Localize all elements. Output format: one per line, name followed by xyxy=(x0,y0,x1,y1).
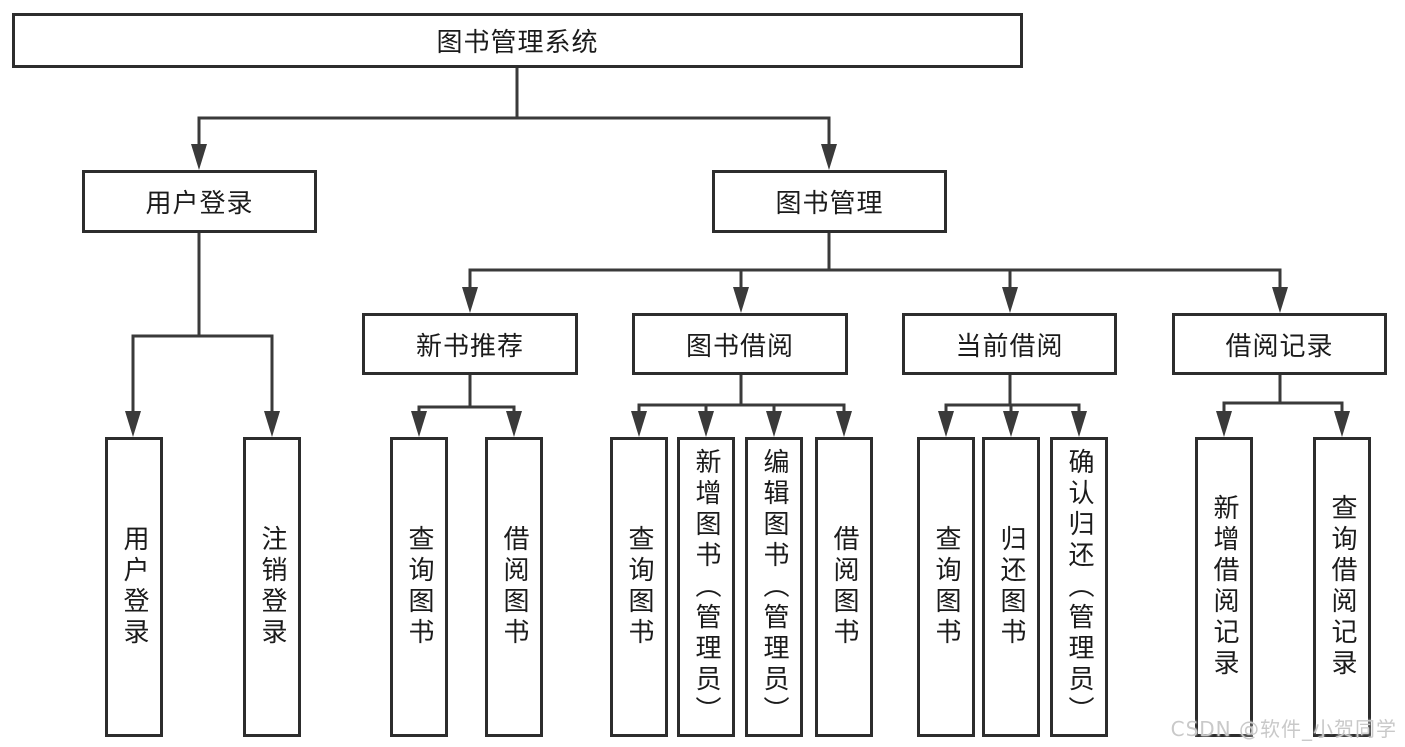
arrowhead-icon xyxy=(698,411,714,437)
leaf-query-books-recommend-label: 查询图书 xyxy=(404,525,434,649)
node-book-management: 图书管理 xyxy=(712,170,947,233)
arrowhead-icon xyxy=(938,411,954,437)
leaf-query-books-current-label: 查询图书 xyxy=(931,525,961,649)
arrowhead-icon xyxy=(264,411,280,437)
csdn-watermark: CSDN @软件_小贺同学 xyxy=(1170,717,1397,741)
arrowhead-icon xyxy=(733,287,749,313)
node-borrowing-records-label: 借阅记录 xyxy=(1225,331,1334,362)
leaf-return-books: 归还图书 xyxy=(982,437,1040,737)
leaf-edit-books-admin: 编辑图书（管理员） xyxy=(745,437,803,737)
connector-path xyxy=(131,66,1344,416)
arrowhead-icon xyxy=(821,144,837,170)
node-book-management-label: 图书管理 xyxy=(775,189,884,219)
leaf-query-borrow-record-label: 查询借阅记录 xyxy=(1327,494,1357,680)
leaf-borrow-books-recommend-label: 借阅图书 xyxy=(499,525,529,649)
arrowhead-icon xyxy=(1272,287,1288,313)
node-current-borrowing: 当前借阅 xyxy=(902,313,1117,375)
arrowhead-icon xyxy=(191,144,207,170)
arrowhead-icon xyxy=(1334,411,1350,437)
leaf-return-books-label: 归还图书 xyxy=(996,525,1026,649)
node-new-book-recommendation-label: 新书推荐 xyxy=(415,331,524,362)
leaf-borrow-books-recommend: 借阅图书 xyxy=(485,437,543,737)
leaf-add-borrow-record-label: 新增借阅记录 xyxy=(1209,494,1239,680)
leaf-query-books-borrowing: 查询图书 xyxy=(610,437,668,737)
leaf-query-books-current: 查询图书 xyxy=(917,437,975,737)
node-root-label: 图书管理系统 xyxy=(436,28,599,58)
arrowhead-icon xyxy=(766,411,782,437)
leaf-add-books-admin-label: 新增图书（管理员） xyxy=(691,447,721,727)
node-current-borrowing-label: 当前借阅 xyxy=(955,331,1064,362)
leaf-confirm-return-admin-label: 确认归还（管理员） xyxy=(1064,447,1094,727)
arrowhead-icon xyxy=(1003,411,1019,437)
arrowhead-icon xyxy=(506,411,522,437)
node-root: 图书管理系统 xyxy=(12,13,1023,68)
leaf-borrow-books-borrowing: 借阅图书 xyxy=(815,437,873,737)
leaf-confirm-return-admin: 确认归还（管理员） xyxy=(1050,437,1108,737)
leaf-logout-label: 注销登录 xyxy=(257,525,287,649)
node-new-book-recommendation: 新书推荐 xyxy=(362,313,578,375)
node-borrowing-records: 借阅记录 xyxy=(1172,313,1387,375)
leaf-logout: 注销登录 xyxy=(243,437,301,737)
leaf-user-login: 用户登录 xyxy=(105,437,163,737)
node-user-login: 用户登录 xyxy=(82,170,317,233)
arrowheads-group xyxy=(125,144,1350,437)
arrowhead-icon xyxy=(1216,411,1232,437)
arrowhead-icon xyxy=(1071,411,1087,437)
node-book-borrowing: 图书借阅 xyxy=(632,313,848,375)
arrowhead-icon xyxy=(836,411,852,437)
leaf-add-borrow-record: 新增借阅记录 xyxy=(1195,437,1253,737)
node-user-login-label: 用户登录 xyxy=(145,189,254,219)
node-book-borrowing-label: 图书借阅 xyxy=(685,331,794,362)
leaf-borrow-books-borrowing-label: 借阅图书 xyxy=(829,525,859,649)
arrowhead-icon xyxy=(631,411,647,437)
arrowhead-icon xyxy=(411,411,427,437)
leaf-query-books-borrowing-label: 查询图书 xyxy=(624,525,654,649)
arrowhead-icon xyxy=(1002,287,1018,313)
leaf-user-login-label: 用户登录 xyxy=(119,525,149,649)
arrowhead-icon xyxy=(462,287,478,313)
arrowhead-icon xyxy=(125,411,141,437)
leaf-add-books-admin: 新增图书（管理员） xyxy=(677,437,735,737)
leaf-edit-books-admin-label: 编辑图书（管理员） xyxy=(759,447,789,727)
leaf-query-books-recommend: 查询图书 xyxy=(390,437,448,737)
leaf-query-borrow-record: 查询借阅记录 xyxy=(1313,437,1371,737)
